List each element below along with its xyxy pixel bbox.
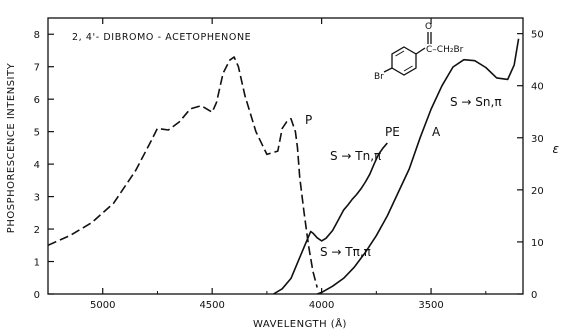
y-right-tick-label: 10: [531, 238, 544, 249]
x-tick-label: 5000: [90, 300, 115, 311]
annotation-a: A: [432, 125, 441, 139]
y-right-tick-label: 0: [531, 290, 537, 301]
y-left-tick-label: 2: [34, 225, 40, 236]
y-left-tick-label: 1: [34, 258, 40, 269]
x-axis-title: WAVELENGTH (Å): [253, 317, 347, 330]
annotation-s-tnpi: S → Tn,π: [330, 149, 381, 163]
plot-frame: [47, 17, 524, 295]
y-left-tick-label: 0: [34, 290, 40, 301]
x-tick-label: 4000: [309, 300, 334, 311]
y-axis-right-title: ε: [553, 142, 560, 156]
annotation-s-tpipi: S → Tπ,π: [320, 245, 371, 259]
structure-o-label: O: [425, 22, 432, 32]
annotation-pe: PE: [385, 125, 400, 139]
x-tick-label: 4500: [199, 300, 224, 311]
series-line-p: [47, 56, 318, 288]
y-left-tick-label: 4: [34, 160, 40, 171]
annotation-s-snpi: S → Sn,π: [450, 95, 502, 109]
y-right-tick-label: 40: [531, 82, 544, 93]
y-left-tick-label: 6: [34, 95, 40, 106]
ring-double-bond: [395, 50, 405, 57]
series-line-pe: [273, 142, 388, 295]
structure-br-label: Br: [374, 72, 384, 82]
series-line-a: [316, 38, 520, 295]
chart-title: 2, 4'- DIBROMO - ACETOPHENONE: [72, 32, 251, 43]
series-group: [47, 38, 520, 295]
y-right-tick-label: 50: [531, 30, 544, 41]
br-bond: [383, 67, 393, 73]
y-left-tick-label: 7: [34, 63, 40, 74]
y-axis-left-title: PHOSPHORESCENCE INTENSITY: [6, 62, 17, 233]
x-tick-label: 3500: [418, 300, 443, 311]
structure-chain-label: C–CH₂Br: [426, 45, 464, 55]
y-right-tick-label: 30: [531, 134, 544, 145]
annotation-p: P: [305, 113, 312, 127]
chemical-structure: Br O C–CH₂Br: [374, 22, 464, 82]
y-left-tick-label: 8: [34, 30, 40, 41]
labels-group: 5000 4500 4000 3500 0 1 2 3 4 5 6 7 8 0 10 20 30 40 50: [34, 30, 544, 311]
y-left-tick-label: 3: [34, 193, 40, 204]
axes-group: [47, 17, 524, 295]
y-left-tick-label: 5: [34, 128, 40, 139]
ring-double-bond: [403, 65, 413, 72]
carbonyl-bond: [415, 47, 426, 55]
y-right-tick-label: 20: [531, 186, 544, 197]
